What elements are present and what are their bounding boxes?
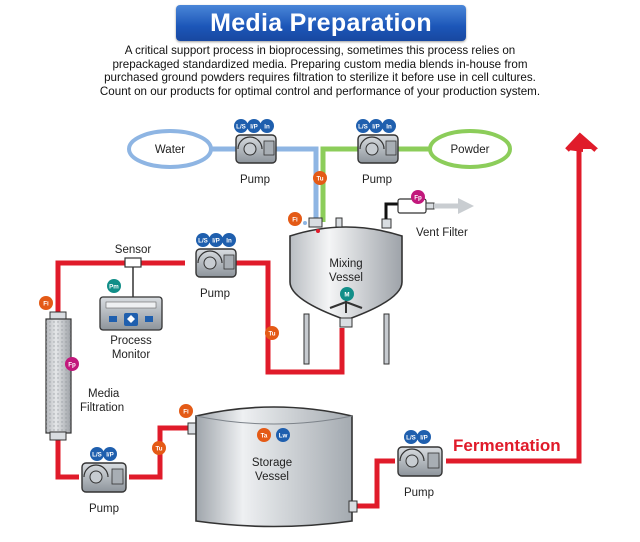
process-monitor-label-2: Monitor bbox=[112, 349, 151, 361]
m-badge bbox=[340, 287, 354, 301]
storage-vessel-label-2: Vessel bbox=[255, 471, 289, 483]
svg-text:I/P: I/P bbox=[250, 123, 258, 130]
svg-text:L/S: L/S bbox=[92, 451, 102, 458]
fp-badge-vent bbox=[411, 190, 425, 204]
page-title: Media Preparation bbox=[176, 5, 466, 41]
svg-text:M: M bbox=[344, 291, 349, 298]
media-filtration-label-2: Filtration bbox=[80, 402, 124, 414]
svg-text:Pm: Pm bbox=[109, 283, 119, 290]
intro-text: A critical support process in bioprocess… bbox=[99, 44, 541, 98]
tu-badge-storage bbox=[152, 441, 166, 455]
tu-badge-recirculation bbox=[265, 326, 279, 340]
svg-text:Fi: Fi bbox=[183, 408, 189, 415]
svg-text:Tu: Tu bbox=[316, 175, 323, 182]
pump-badges-fermentation: L/S I/P bbox=[404, 430, 431, 444]
pump-label-water: Pump bbox=[240, 174, 270, 186]
svg-text:In: In bbox=[386, 123, 392, 130]
mixing-vessel-label-1: Mixing bbox=[329, 258, 362, 270]
mixing-vessel-label-2: Vessel bbox=[329, 272, 363, 284]
svg-text:In: In bbox=[264, 123, 270, 130]
tu-badge-inlet bbox=[313, 171, 327, 185]
svg-text:Tu: Tu bbox=[155, 445, 162, 452]
svg-text:I/P: I/P bbox=[106, 451, 114, 458]
pump-badges-powder: L/S I/P In bbox=[356, 119, 396, 133]
svg-text:Fi: Fi bbox=[292, 216, 298, 223]
sensor bbox=[124, 257, 142, 268]
fp-badge-filter bbox=[65, 357, 79, 371]
pump-badges-filtration: L/S I/P bbox=[90, 447, 117, 461]
svg-text:L/S: L/S bbox=[406, 434, 416, 441]
recirculation-pump bbox=[195, 248, 237, 278]
sensor-label: Sensor bbox=[115, 244, 152, 256]
filtration-pump bbox=[81, 462, 127, 493]
svg-text:I/P: I/P bbox=[212, 237, 220, 244]
pump-badges-recirculation: L/S I/P In bbox=[196, 233, 236, 247]
svg-text:Tu: Tu bbox=[268, 330, 275, 337]
powder-label: Powder bbox=[451, 144, 490, 156]
svg-text:Fp: Fp bbox=[414, 194, 422, 201]
vent-filter bbox=[384, 198, 474, 219]
pump-label-recirculation: Pump bbox=[200, 288, 230, 300]
pump-badges-water: L/S I/P In bbox=[234, 119, 274, 133]
water-pump bbox=[235, 134, 277, 164]
storage-vessel bbox=[187, 406, 358, 528]
fermentation-line bbox=[354, 148, 582, 509]
ta-badge bbox=[257, 428, 271, 442]
recirculation-line bbox=[55, 260, 345, 375]
svg-text:I/P: I/P bbox=[420, 434, 428, 441]
pump-label-filtration: Pump bbox=[89, 503, 119, 515]
svg-text:Ta: Ta bbox=[261, 432, 268, 439]
svg-text:In: In bbox=[226, 237, 232, 244]
fi-badge-mixing bbox=[288, 212, 302, 226]
powder-source bbox=[428, 129, 512, 169]
svg-text:L/S: L/S bbox=[236, 123, 246, 130]
pm-badge bbox=[107, 279, 121, 293]
svg-text:I/P: I/P bbox=[372, 123, 380, 130]
water-source bbox=[127, 129, 213, 169]
fermentation-label: Fermentation bbox=[453, 436, 561, 455]
vent-filter-label: Vent Filter bbox=[416, 227, 468, 239]
mixing-vessel bbox=[289, 217, 403, 365]
svg-text:Fp: Fp bbox=[68, 361, 76, 368]
svg-text:Lw: Lw bbox=[279, 432, 288, 439]
process-monitor-label-1: Process bbox=[110, 335, 152, 347]
powder-pump bbox=[357, 134, 399, 164]
lw-badge bbox=[276, 428, 290, 442]
fermentation-pump bbox=[397, 446, 443, 477]
process-monitor bbox=[99, 296, 163, 331]
storage-vessel-label-1: Storage bbox=[252, 457, 292, 469]
svg-text:L/S: L/S bbox=[198, 237, 208, 244]
pump-label-powder: Pump bbox=[362, 174, 392, 186]
svg-text:Fi: Fi bbox=[43, 300, 49, 307]
fi-badge-filter bbox=[39, 296, 53, 310]
media-filtration-label-1: Media bbox=[88, 388, 120, 400]
svg-text:L/S: L/S bbox=[358, 123, 368, 130]
water-label: Water bbox=[155, 144, 185, 156]
fi-badge-storage bbox=[179, 404, 193, 418]
media-filter bbox=[45, 311, 72, 441]
pump-label-fermentation: Pump bbox=[404, 487, 434, 499]
